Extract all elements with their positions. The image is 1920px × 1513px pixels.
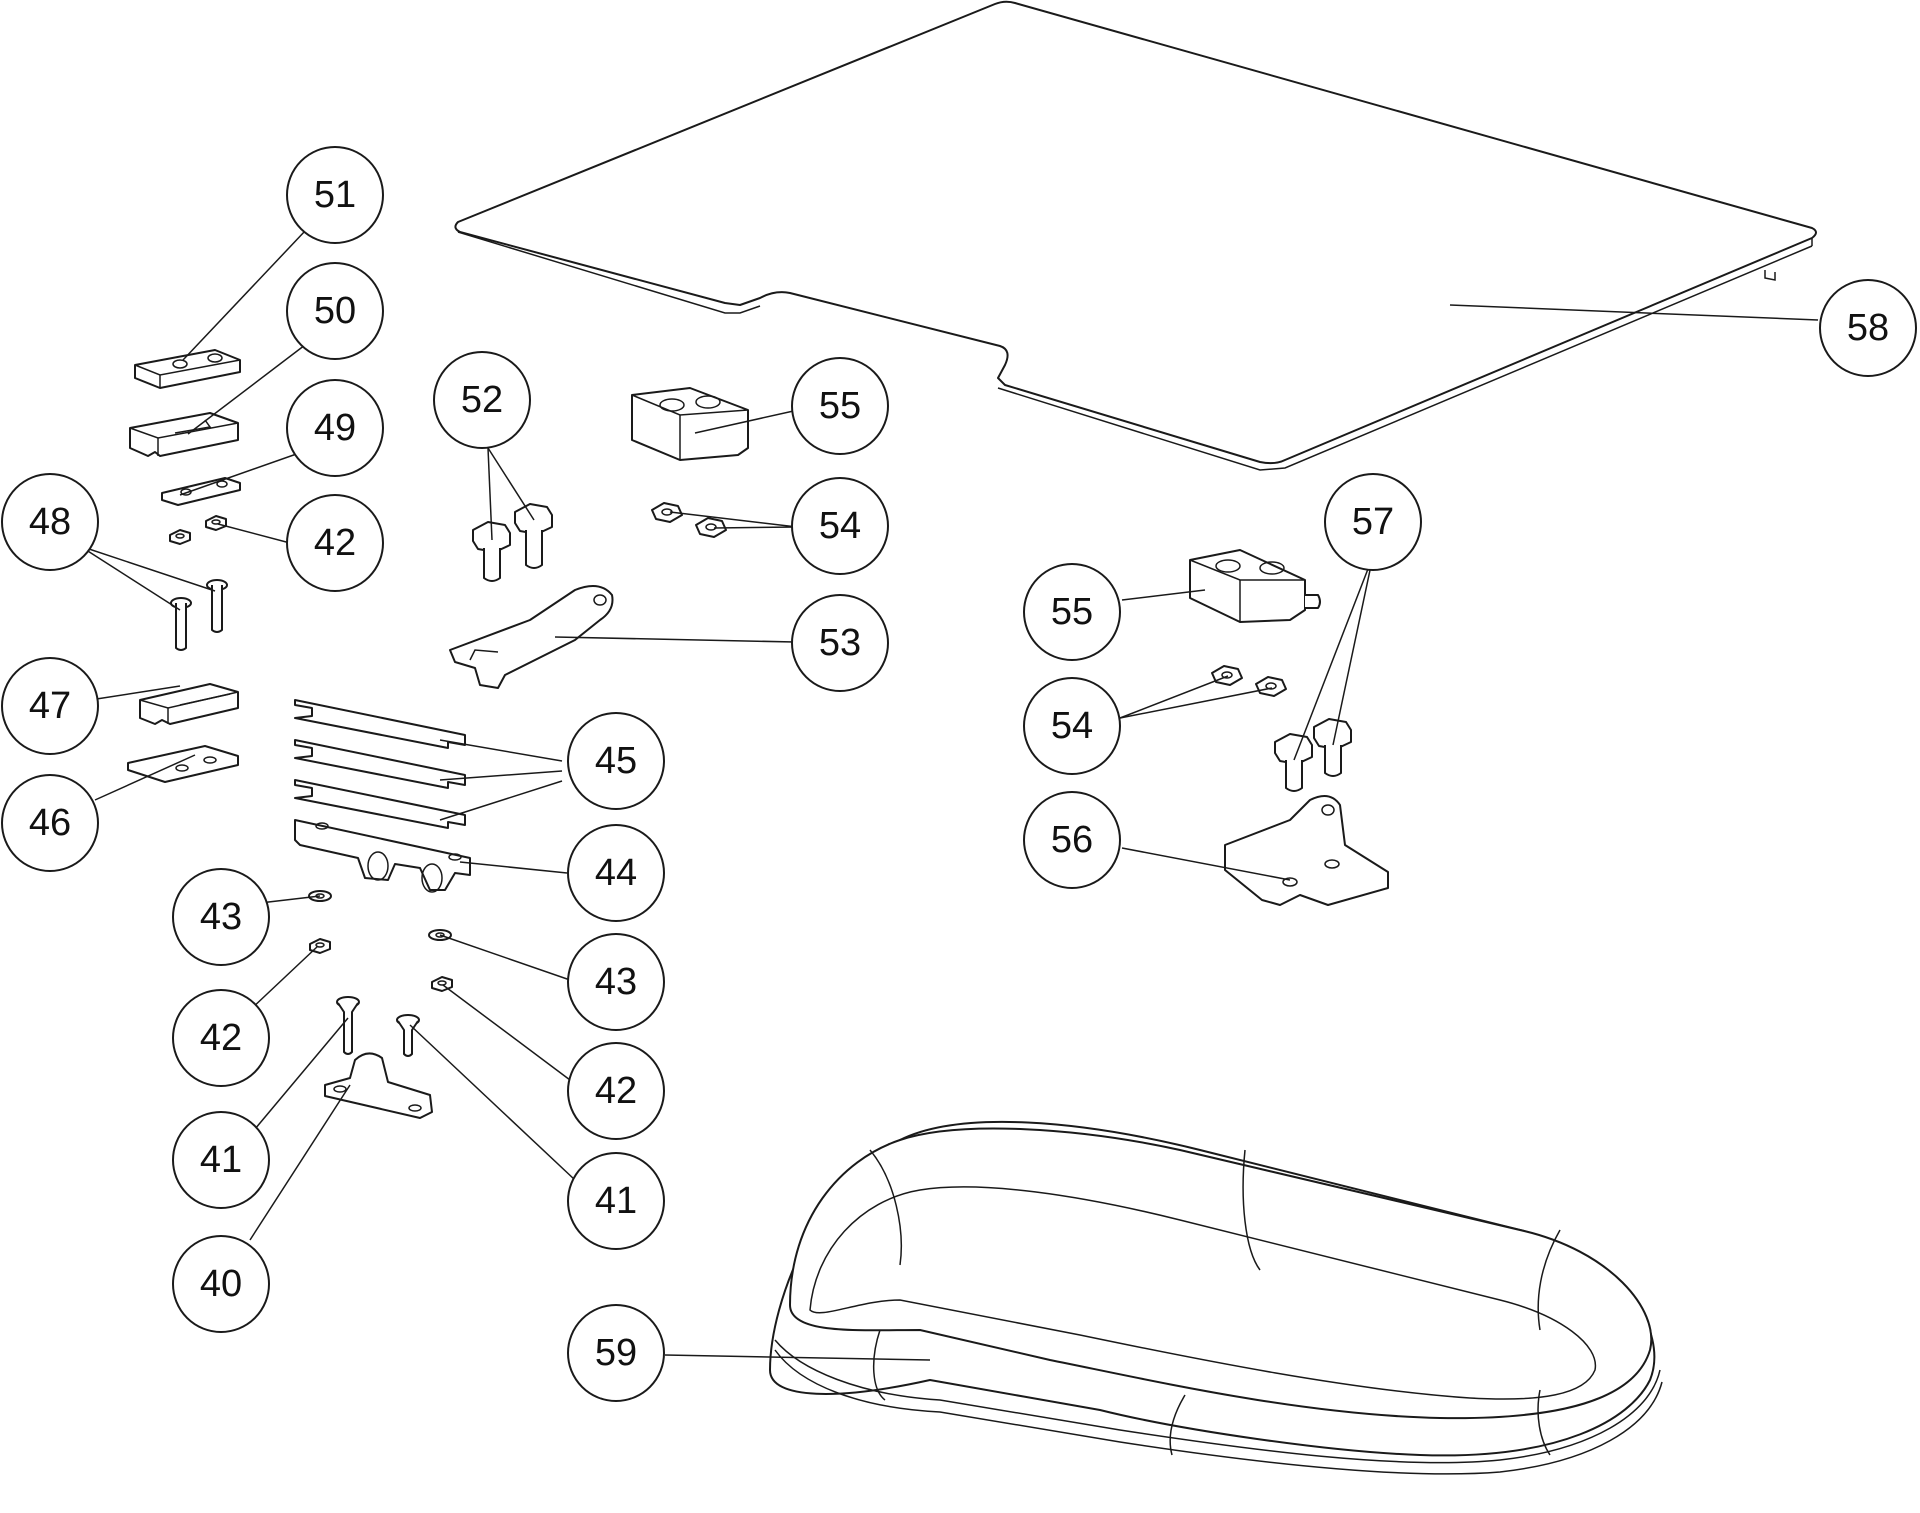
callout-41-left: 41: [172, 1111, 270, 1209]
leader-lines: [79, 230, 1819, 1361]
callout-57: 57: [1324, 473, 1422, 571]
svg-text:41: 41: [595, 1180, 637, 1222]
svg-text:52: 52: [461, 379, 503, 421]
part-56-bracket: [1224, 795, 1389, 906]
callout-45: 45: [567, 712, 665, 810]
callout-49: 49: [286, 379, 384, 477]
callout-55-right: 55: [1023, 563, 1121, 661]
part-58-lid-panel: [454, 0, 1817, 471]
part-42-nuts-top: [169, 515, 227, 545]
part-49-strip: [161, 477, 241, 506]
svg-text:59: 59: [595, 1332, 637, 1374]
svg-text:42: 42: [314, 522, 356, 564]
part-59-flange-ring: [769, 1120, 1663, 1475]
svg-text:47: 47: [29, 685, 71, 727]
svg-text:55: 55: [1051, 591, 1093, 633]
callout-59: 59: [567, 1304, 665, 1402]
callout-48: 48: [1, 473, 99, 571]
callout-42-left: 42: [172, 989, 270, 1087]
callout-40: 40: [172, 1235, 270, 1333]
part-57-bolts: [1274, 718, 1352, 792]
svg-text:56: 56: [1051, 819, 1093, 861]
callout-50: 50: [286, 262, 384, 360]
svg-text:51: 51: [314, 174, 356, 216]
svg-text:50: 50: [314, 290, 356, 332]
part-46-plate: [127, 745, 239, 783]
part-40-catch: [324, 1052, 433, 1119]
part-50-bracket: [129, 412, 239, 457]
part-54-nuts-top: [651, 502, 727, 538]
svg-text:42: 42: [595, 1070, 637, 1112]
callout-41-right: 41: [567, 1152, 665, 1250]
part-55-block-top: [631, 387, 749, 461]
callout-43-left: 43: [172, 868, 270, 966]
svg-text:43: 43: [595, 961, 637, 1003]
part-48-screws: [170, 579, 228, 651]
svg-text:40: 40: [200, 1263, 242, 1305]
svg-text:43: 43: [200, 896, 242, 938]
svg-text:54: 54: [819, 505, 861, 547]
part-45-shims: [294, 699, 466, 829]
part-53-arm: [449, 585, 614, 689]
callout-55-top: 55: [791, 357, 889, 455]
svg-text:57: 57: [1352, 501, 1394, 543]
callout-42-top: 42: [286, 494, 384, 592]
svg-text:49: 49: [314, 407, 356, 449]
part-55-block-right: [1189, 549, 1321, 623]
svg-text:46: 46: [29, 802, 71, 844]
svg-text:55: 55: [819, 385, 861, 427]
svg-text:45: 45: [595, 740, 637, 782]
callout-58: 58: [1819, 279, 1917, 377]
callout-47: 47: [1, 657, 99, 755]
part-51-plate: [134, 349, 241, 389]
callout-44: 44: [567, 824, 665, 922]
svg-text:41: 41: [200, 1139, 242, 1181]
callout-42-right: 42: [567, 1042, 665, 1140]
part-47-clamp: [139, 683, 239, 725]
svg-text:42: 42: [200, 1017, 242, 1059]
part-54-nuts-right: [1211, 665, 1287, 697]
callout-46: 46: [1, 774, 99, 872]
part-41-screws: [336, 996, 420, 1057]
callout-54-top: 54: [791, 477, 889, 575]
callout-51: 51: [286, 146, 384, 244]
part-44-hinge-block: [294, 819, 471, 893]
part-52-hex-bolts: [472, 503, 553, 582]
callout-54-right: 54: [1023, 677, 1121, 775]
svg-text:44: 44: [595, 852, 637, 894]
svg-text:53: 53: [819, 622, 861, 664]
callout-56: 56: [1023, 791, 1121, 889]
part-42-nuts-lower: [309, 938, 453, 992]
callout-53: 53: [791, 594, 889, 692]
svg-text:58: 58: [1847, 307, 1889, 349]
svg-text:48: 48: [29, 501, 71, 543]
svg-text:54: 54: [1051, 705, 1093, 747]
callout-43-right: 43: [567, 933, 665, 1031]
part-43-washers: [308, 890, 452, 941]
callout-52: 52: [433, 351, 531, 449]
